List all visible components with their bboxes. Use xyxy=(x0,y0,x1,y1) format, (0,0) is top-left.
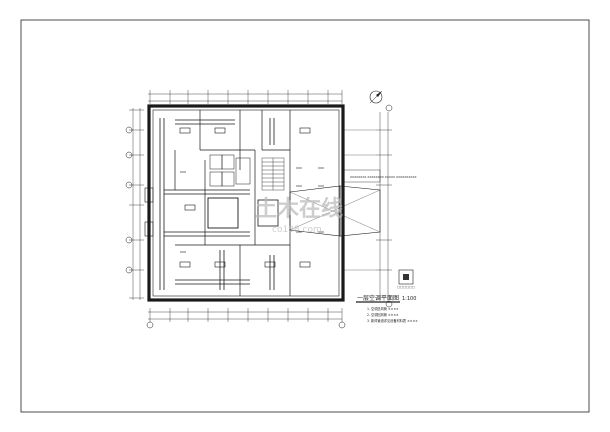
sheet-border xyxy=(20,19,590,413)
watermark-main: 土木在线 xyxy=(255,196,343,222)
note-2: 2. 空调回风管 ×××× xyxy=(367,312,399,317)
key-plan: □□□□□□ xyxy=(397,269,415,289)
watermark: 土木在线 co188.com xyxy=(255,196,343,235)
key-plan-label: □□□□□□ xyxy=(397,285,415,289)
north-arrow-icon xyxy=(369,90,383,104)
floor-plan xyxy=(125,90,393,329)
entrance-callout: XXXXXXXX XXXXXXXX XXXXX XXXXXXXXXX xyxy=(350,175,417,179)
drawing-title: 一层空调平面图 xyxy=(357,294,399,302)
drawing-scale: 1:100 xyxy=(402,296,416,302)
note-1: 1. 空调送风管 ×××× xyxy=(367,306,399,311)
note-3: 3. 新风管道详见设备材料表 ×××× xyxy=(367,318,418,323)
watermark-sub: co188.com xyxy=(272,225,322,235)
title-block: 一层空调平面图 1:100 1. 空调送风管 ×××× 2. 空调回风管 ×××… xyxy=(356,294,418,323)
